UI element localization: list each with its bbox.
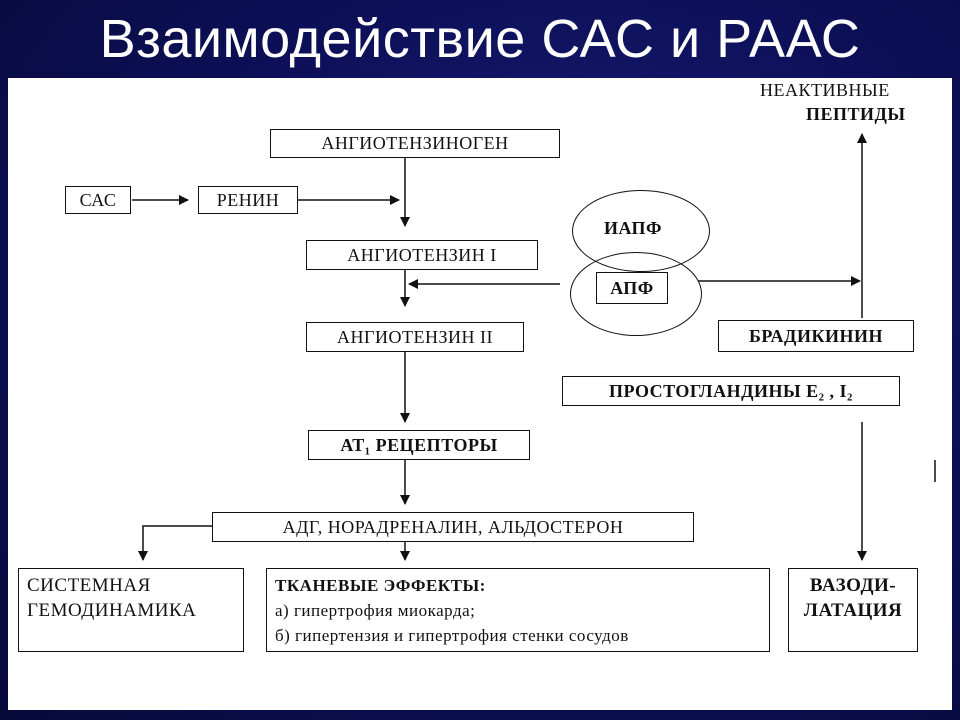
inactive-peptides-line1: НЕАКТИВНЫЕ	[760, 80, 890, 100]
node-angiotensin1: АНГИОТЕНЗИН I	[306, 240, 538, 270]
node-adh: АДГ, НОРАДРЕНАЛИН, АЛЬДОСТЕРОН	[212, 512, 694, 542]
systemic-line1: СИСТЕМНАЯ	[27, 575, 151, 596]
node-vasodilation: ВАЗОДИ- ЛАТАЦИЯ	[788, 568, 918, 652]
iapf-label: ИАПФ	[604, 218, 663, 238]
node-tissue-effects: ТКАНЕВЫЕ ЭФФЕКТЫ: а) гипертрофия миокард…	[266, 568, 770, 652]
node-angiotensinogen: АНГИОТЕНЗИНОГЕН	[270, 129, 560, 158]
slide-title: Взаимодействие САС и РААС	[99, 9, 861, 69]
tissue-b: б) гипертензия и гипертрофия стенки сосу…	[275, 626, 629, 645]
systemic-line2: ГЕМОДИНАМИКА	[27, 600, 197, 621]
vaso-line2: ЛАТАЦИЯ	[803, 600, 903, 621]
node-bradykinin: БРАДИКИНИН	[718, 320, 914, 352]
node-systemic-hemodynamics: СИСТЕМНАЯ ГЕМОДИНАМИКА	[18, 568, 244, 652]
node-prostaglandins: ПРОСТОГЛАНДИНЫ Е₂ , I₂	[562, 376, 900, 406]
tissue-title: ТКАНЕВЫЕ ЭФФЕКТЫ:	[275, 576, 486, 595]
arrow-adh-systemic	[138, 525, 212, 561]
tissue-a: а) гипертрофия миокарда;	[275, 601, 476, 620]
node-at1-receptors: АТ₁ РЕЦЕПТОРЫ	[308, 430, 530, 460]
vaso-line1: ВАЗОДИ-	[809, 575, 897, 596]
node-apf: АПФ	[596, 272, 668, 304]
node-angiotensin2: АНГИОТЕНЗИН II	[306, 322, 524, 352]
apf-ellipse	[570, 252, 702, 336]
node-renin: РЕНИН	[198, 186, 298, 214]
inactive-peptides-line2: ПЕПТИДЫ	[806, 104, 906, 124]
node-sas: САС	[65, 186, 131, 214]
